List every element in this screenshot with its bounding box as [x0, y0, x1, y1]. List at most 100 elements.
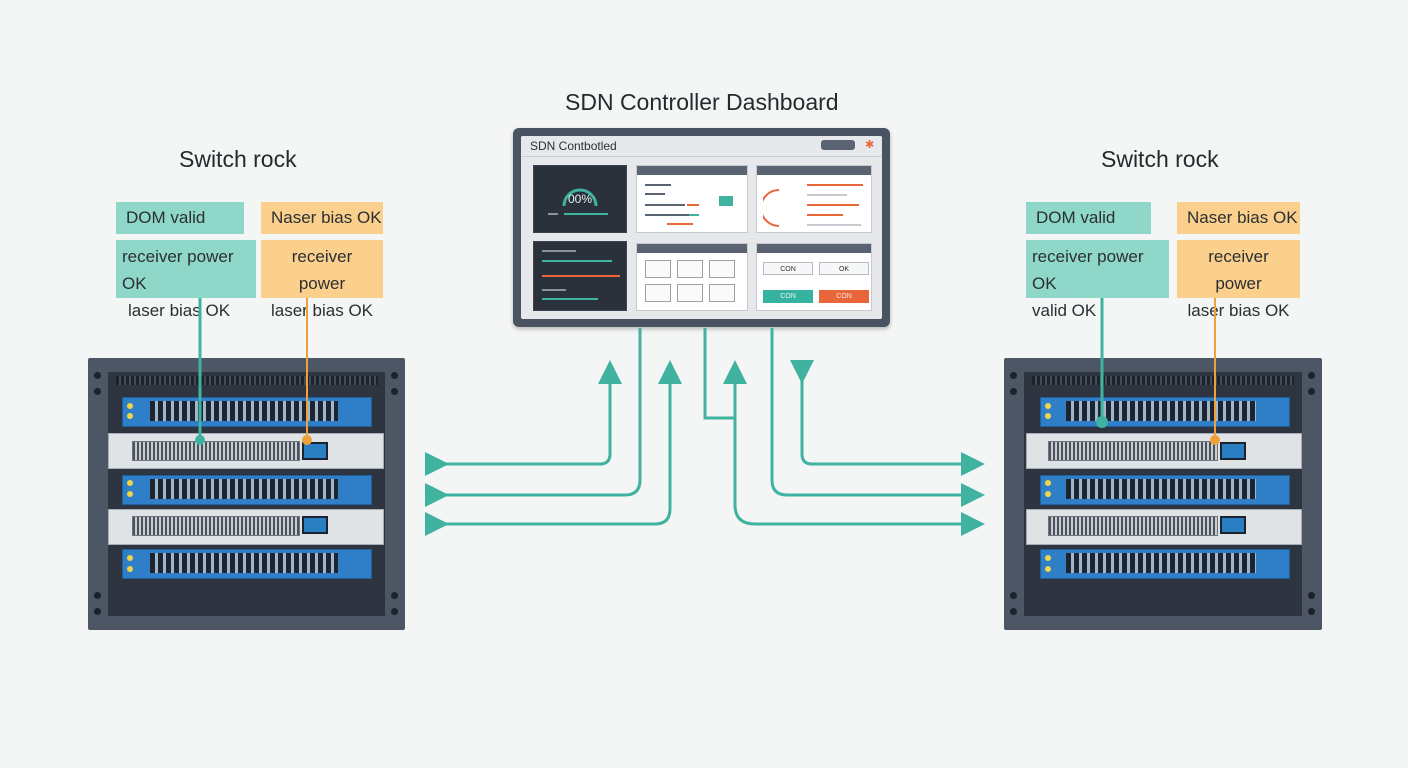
- left-orange-line-1: receiver power: [291, 247, 353, 293]
- left-orange-line-2: laser bias OK: [270, 301, 374, 320]
- left-ports-5: [150, 553, 338, 573]
- tile-1[interactable]: [645, 260, 671, 278]
- tiles-panel-header: [637, 244, 747, 253]
- dashboard-monitor: SDN Contbotled ✱ 00%: [513, 128, 890, 327]
- tile-5[interactable]: [677, 284, 703, 302]
- stats-bar-5: [542, 298, 598, 300]
- right-link-1: [733, 418, 985, 536]
- left-sfp-2: [302, 442, 328, 460]
- gauge-value: 00%: [568, 192, 593, 206]
- slider-4[interactable]: [807, 214, 843, 216]
- arc-icon: [763, 189, 780, 227]
- left-link-1: [425, 360, 622, 476]
- slider-1[interactable]: [807, 184, 863, 186]
- list-bar-8: [719, 196, 733, 206]
- left-led-3: [127, 480, 133, 486]
- right-rack-screw-1: [1010, 372, 1017, 379]
- dashboard-header: SDN Contbotled ✱: [521, 136, 882, 157]
- right-led-3: [1045, 480, 1051, 486]
- slider-2[interactable]: [807, 194, 847, 196]
- stats-bar-2: [542, 260, 612, 262]
- left-led-6: [127, 566, 133, 572]
- gear-icon[interactable]: ✱: [865, 139, 875, 151]
- tile-4[interactable]: [645, 284, 671, 302]
- right-grill-4: [1048, 516, 1218, 536]
- left-dom-valid-label: DOM valid: [116, 202, 244, 234]
- dashboard-title: SDN Controller Dashboard: [565, 89, 839, 115]
- left-rack-screw-7: [391, 592, 398, 599]
- left-naser-bias-label: Naser bias OK: [261, 202, 383, 234]
- right-ports-3: [1066, 479, 1256, 499]
- tile-6[interactable]: [709, 284, 735, 302]
- left-rack-title: Switch rock: [179, 146, 297, 172]
- right-rack-screw-5: [1308, 372, 1315, 379]
- right-led-5: [1045, 555, 1051, 561]
- slider-5[interactable]: [807, 224, 861, 226]
- tiles-panel: [636, 243, 748, 311]
- con-button[interactable]: CON: [763, 262, 813, 275]
- left-rack-screw-1: [94, 372, 101, 379]
- buttons-panel-header: [757, 244, 871, 253]
- tile-3[interactable]: [709, 260, 735, 278]
- con-orange-button[interactable]: CON: [819, 290, 869, 303]
- right-dom-valid-label: DOM valid: [1026, 202, 1151, 234]
- left-grill-2: [132, 441, 300, 461]
- right-block-line-2: valid OK: [1032, 301, 1097, 320]
- gauge-subbar: [548, 213, 558, 215]
- right-rack-screw-6: [1308, 388, 1315, 395]
- left-orange-dot: [302, 435, 312, 445]
- left-link-3: [425, 360, 682, 536]
- left-rack-screw-4: [94, 608, 101, 615]
- left-rack-screw-8: [391, 608, 398, 615]
- left-rack-screw-3: [94, 592, 101, 599]
- gauge-ring-icon: [562, 188, 598, 207]
- left-grill-4: [132, 516, 300, 536]
- left-led-1: [127, 403, 133, 409]
- list-bar-6: [689, 214, 699, 216]
- right-rack-screw-2: [1010, 388, 1017, 395]
- left-block-line-1: receiver power OK: [122, 247, 234, 293]
- right-rack-vent: [1032, 376, 1294, 385]
- list-bar-2: [645, 193, 665, 195]
- list-panel-header: [637, 166, 747, 175]
- dashboard-window-title: SDN Contbotled: [530, 139, 617, 153]
- stats-bar-1: [542, 250, 576, 252]
- right-block-line-1: receiver power OK: [1032, 247, 1144, 293]
- right-receiver-power-block: receiver power OK valid OK: [1026, 240, 1169, 320]
- left-receiver-power-orange-block: receiver power laser bias OK: [261, 240, 383, 320]
- right-rack-screw-8: [1308, 608, 1315, 615]
- left-rack-screw-6: [391, 388, 398, 395]
- left-led-2: [127, 413, 133, 419]
- left-led-5: [127, 555, 133, 561]
- tile-2[interactable]: [677, 260, 703, 278]
- stats-panel: [533, 241, 627, 311]
- right-led-2: [1045, 413, 1051, 419]
- left-rack-screw-2: [94, 388, 101, 395]
- left-led-4: [127, 491, 133, 497]
- left-ports-1: [150, 401, 338, 421]
- right-led-4: [1045, 491, 1051, 497]
- right-led-1: [1045, 403, 1051, 409]
- right-link-3: [790, 360, 985, 476]
- right-naser-bias-label: Naser bias OK: [1177, 202, 1300, 234]
- right-receiver-power-orange-block: receiver power laser bias OK: [1177, 240, 1300, 320]
- left-ports-3: [150, 479, 338, 499]
- right-ports-5: [1066, 553, 1256, 573]
- right-sfp-2: [1220, 442, 1246, 460]
- dashboard-screen: SDN Contbotled ✱ 00%: [521, 136, 882, 319]
- left-receiver-power-block: receiver power OK laser bias OK: [116, 240, 256, 320]
- right-rack-title: Switch rock: [1101, 146, 1219, 172]
- list-bar-3: [645, 204, 685, 206]
- con-teal-button[interactable]: CON: [763, 290, 813, 303]
- ok-button[interactable]: OK: [819, 262, 869, 275]
- left-teal-dot: [195, 435, 205, 445]
- sliders-panel-header: [757, 166, 871, 175]
- right-led-6: [1045, 566, 1051, 572]
- slider-3[interactable]: [807, 204, 859, 206]
- list-bar-1: [645, 184, 671, 186]
- header-toggle[interactable]: [821, 140, 855, 150]
- stats-bar-3: [542, 275, 620, 277]
- center-link: [703, 328, 747, 420]
- right-link-2: [770, 328, 985, 507]
